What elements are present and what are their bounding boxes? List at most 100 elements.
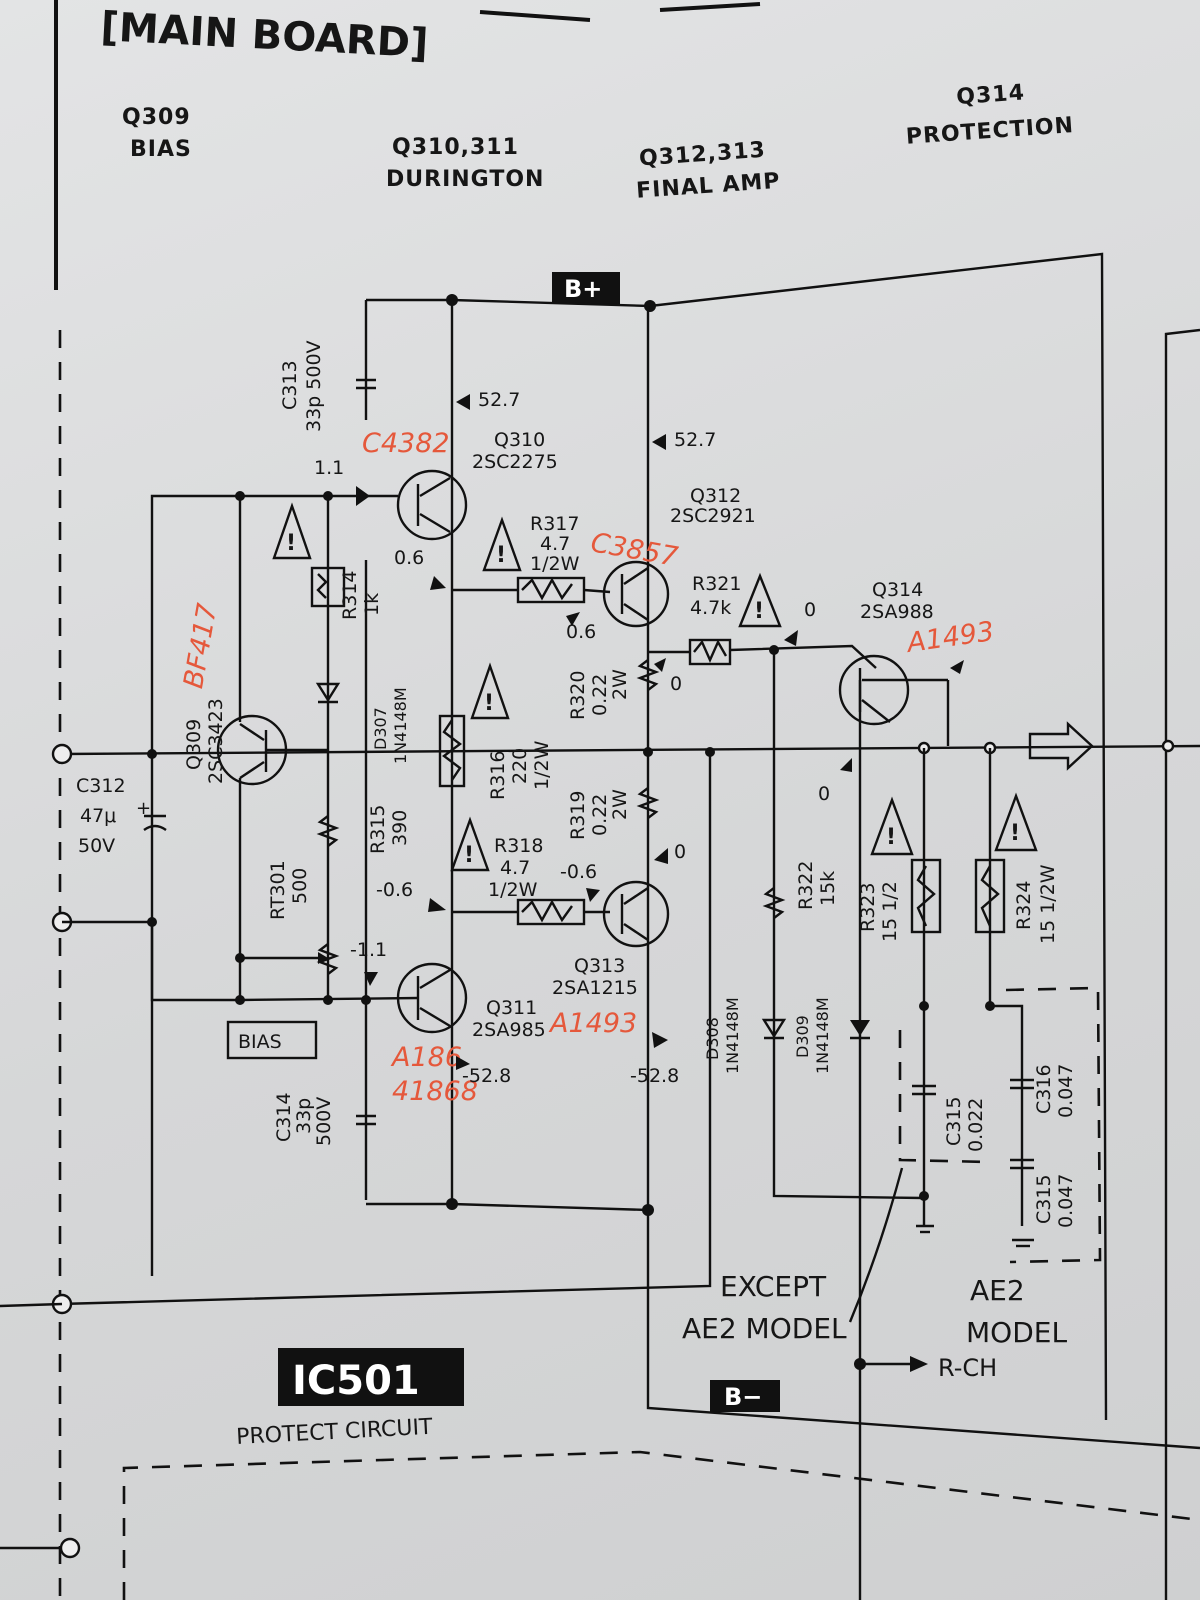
test-arrow [840,758,852,772]
junction-dot [235,491,245,501]
r321-value: 4.7k [690,597,731,619]
svg-text:C316: C316 [1033,1064,1055,1114]
svg-text:0.047: 0.047 [1055,1064,1077,1118]
q313-symbol [602,880,670,948]
junction-dot [643,747,653,757]
r316-symbol [438,714,466,788]
svg-text:15k: 15k [817,871,839,906]
voltage-neg-0-6-q311: -0.6 [376,879,413,901]
r315-zigzag [316,815,340,847]
svg-text:15 1/2: 15 1/2 [879,881,901,942]
test-arrow [652,434,666,450]
wire [59,752,712,1306]
svg-text:500V: 500V [313,1097,335,1146]
q311-emitter [419,968,451,990]
r320-label: R320 0.22 2W [567,669,631,720]
rt301-wiper-arrow [318,952,328,964]
section-heading-bias: Q309 BIAS [122,105,192,162]
d309-symbol [850,1020,870,1036]
r321-zigzag [693,639,728,663]
svg-text:1N4148M: 1N4148M [723,997,742,1074]
r319-zigzag [636,787,660,819]
test-arrow [652,1032,668,1048]
junction-dot [323,995,333,1005]
svg-text:Q310,311: Q310,311 [392,135,519,160]
q310-ref: Q310 [494,429,545,451]
protect-dashed-box [122,1450,1200,1600]
r-ch-arrow-icon [910,1356,928,1372]
svg-text:0.022: 0.022 [965,1098,987,1152]
test-arrow [654,848,668,864]
wire [990,1004,1024,1226]
junction-dot [642,1204,654,1216]
c312-value: 47μ [80,805,116,827]
q311-ref: Q311 [486,997,537,1019]
q309-label: Q309 2SC3423 [183,698,227,784]
svg-text:C315: C315 [943,1096,965,1146]
output-line [61,744,1200,756]
q312-ref: Q312 [690,485,741,507]
junction-node [1161,739,1175,753]
svg-text:C313: C313 [279,360,301,410]
q313-handwritten-note: A1493 [548,1008,637,1039]
r315-label: R315 390 [367,805,411,854]
r322-zigzag [762,887,786,919]
voltage-0-output: 0 [670,673,682,695]
q314-type: 2SA988 [860,601,934,623]
junction-dot [147,749,157,759]
rt301-label: RT301 500 [267,860,311,920]
q313-type: 2SA1215 [552,977,638,999]
q311-collector [419,1006,451,1028]
r321-ref: R321 [692,573,741,595]
r323-label: R323 15 1/2 [857,881,901,942]
voltage-0-6-q312: 0.6 [566,621,596,643]
q312-collector [623,567,649,585]
q309-collector [239,723,265,741]
svg-text:Q312,313: Q312,313 [638,138,766,172]
wire [772,650,925,1200]
svg-text:DURINGTON: DURINGTON [386,167,544,192]
r314-label: R314 1k [339,571,383,620]
test-arrow [456,1056,470,1070]
svg-text:FINAL AMP: FINAL AMP [635,169,781,204]
svg-text:PROTECTION: PROTECTION [905,113,1075,150]
section-heading-protection: Q314 PROTECTION [905,80,1075,150]
voltage-0-q314-base: 0 [804,599,816,621]
section-heading-darlington: Q310,311 DURINGTON [386,135,544,192]
c315-label: C315 0.022 [943,1096,987,1152]
svg-text:0.047: 0.047 [1055,1174,1077,1228]
junction-dot [323,491,333,501]
svg-text:500: 500 [289,868,311,904]
terminal-node [51,743,73,765]
svg-text:R322: R322 [795,861,817,910]
section-heading-final-amp: Q312,313 FINAL AMP [635,138,781,204]
wire [0,1302,63,1308]
ae2-model-label: MODEL [966,1316,1067,1349]
svg-text:R323: R323 [857,883,879,932]
test-arrow [428,898,446,912]
bias-box-label: BIAS [238,1031,282,1053]
q314-ref: Q314 [872,579,923,601]
r324-symbol [974,858,1006,934]
svg-text:R314: R314 [339,571,361,620]
svg-text:BIAS: BIAS [130,137,192,162]
q312-type: 2SC2921 [670,505,756,527]
test-arrow [356,486,370,506]
rt301-zigzag [316,943,340,975]
voltage-52-7-darlington: 52.7 [478,389,520,411]
bias-box [226,1020,318,1060]
r324-zigzag [980,865,1000,927]
output-arrow-icon [1028,721,1094,771]
terminal-node [59,1537,81,1559]
test-arrow [586,888,600,902]
q310-handwritten-note: C4382 [362,428,450,459]
r317-value: 4.7 [540,533,570,555]
svg-text:!: ! [1010,821,1020,846]
svg-text:D308: D308 [703,1017,722,1060]
q309-handwritten-note: BF417 [178,601,223,691]
b-minus-label-box [710,1380,780,1412]
svg-text:!: ! [286,531,296,556]
r322-label: R322 15k [795,861,839,910]
voltage-neg-1-1: -1.1 [350,939,387,961]
